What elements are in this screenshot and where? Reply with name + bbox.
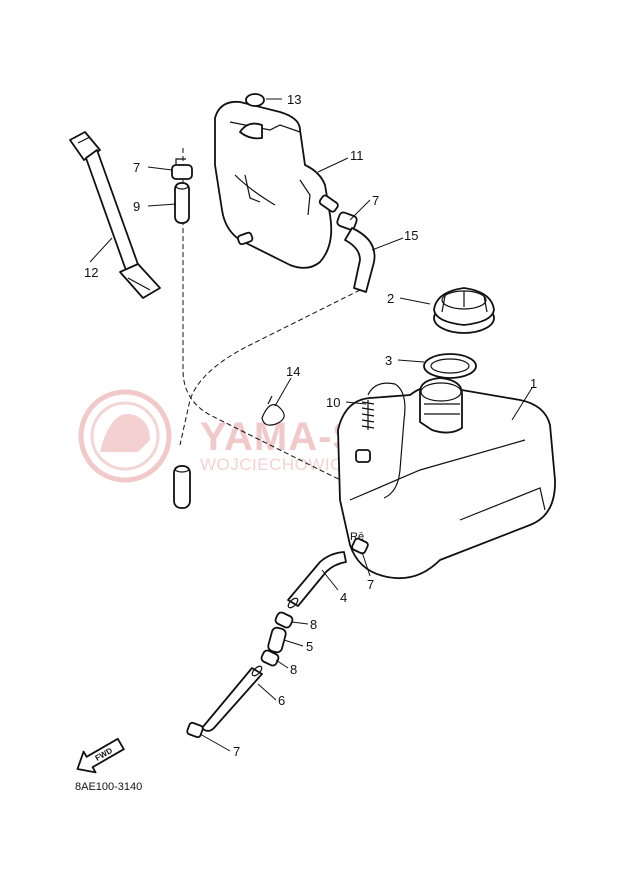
- callout-8-lower: 8: [290, 662, 297, 677]
- callout-7-upper-left: 7: [133, 160, 140, 175]
- clamp-reservoir-outlet: [336, 211, 358, 231]
- callout-7-lower: 7: [233, 744, 240, 759]
- callout-7-reservoir: 7: [372, 193, 379, 208]
- callout-11: 11: [350, 148, 364, 163]
- callout-1: 1: [530, 376, 537, 391]
- callout-15: 15: [404, 228, 418, 243]
- fuel-cap: [433, 287, 495, 334]
- gasket: [423, 353, 477, 379]
- callout-4: 4: [340, 590, 347, 605]
- clamp-8-upper: [274, 611, 294, 629]
- callout-9: 9: [133, 199, 140, 214]
- clamp-tank-outlet: [351, 537, 369, 555]
- clip: [261, 395, 285, 426]
- callout-8-upper: 8: [310, 617, 317, 632]
- clamp-hose-end: [186, 721, 204, 739]
- callout-5: 5: [306, 639, 313, 654]
- callout-12: 12: [84, 265, 98, 280]
- callout-7-tank: 7: [367, 577, 374, 592]
- callout-13: 13: [287, 92, 301, 107]
- leader-lines: [89, 98, 533, 752]
- strap: [69, 131, 161, 299]
- reservoir-cap: [245, 93, 265, 107]
- watermark-logo: [78, 389, 172, 483]
- callout-6: 6: [278, 693, 285, 708]
- hose-lower-breather: [173, 465, 191, 509]
- callout-labels: 13 11 7 9 7 15 12 2 3 1 14 10 7 4 8 5 8 …: [84, 92, 537, 759]
- clamp-upper-left: [171, 158, 193, 180]
- hose-9: [174, 182, 190, 224]
- reservoir-tank: [214, 100, 339, 269]
- callout-3: 3: [385, 353, 392, 368]
- breather-line: [182, 148, 383, 498]
- hose-15: [344, 227, 376, 293]
- callout-10: 10: [326, 395, 340, 410]
- callout-2: 2: [387, 291, 394, 306]
- vent-hose: [361, 382, 406, 499]
- hose-4: [287, 551, 347, 609]
- fuel-tank: Rē: [337, 377, 556, 580]
- fwd-arrow: FWD: [76, 737, 125, 774]
- callout-14: 14: [286, 364, 300, 379]
- fuel-filter: [267, 626, 287, 654]
- breather-line-2: [179, 289, 361, 446]
- hose-6: [201, 665, 263, 732]
- part-code: 8AE100-3140: [75, 781, 142, 793]
